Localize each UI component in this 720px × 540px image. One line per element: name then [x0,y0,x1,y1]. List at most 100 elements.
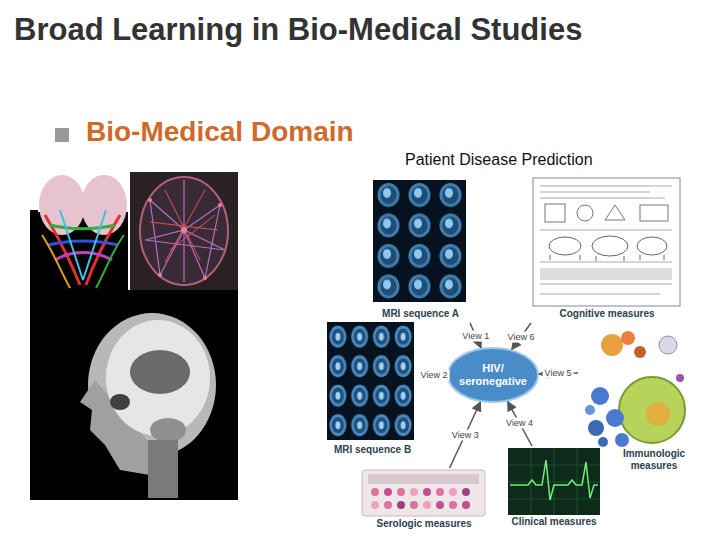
sagittal-mri [30,290,238,500]
view-caption: Immunologic measures [616,448,692,472]
brain-network [145,180,225,282]
brain-network [140,177,228,285]
serology-tray [449,488,457,496]
view-label: View 1 [460,330,491,341]
immune-cells [615,433,629,447]
serology-tray [397,501,405,509]
image-space [578,318,692,448]
sagittal-mri [148,440,178,498]
data-view-node: MRI sequence B [325,320,420,459]
brain-tractography [30,172,128,290]
serology-tray [362,470,485,516]
serology-tray [423,488,431,496]
view-caption: Clinical measures [504,516,604,528]
immune-cells [598,437,608,447]
brain-network [148,198,152,202]
immune-cells [659,336,677,354]
brain-network [130,172,238,290]
data-view-node: Cognitive measures [531,176,683,323]
data-view-node: Clinical measures [504,446,604,531]
image-space [531,176,683,308]
serology-tray [384,488,392,496]
serology-tray [423,501,431,509]
immune-cells [601,334,623,356]
slide-title: Broad Learning in Bio-Medical Studies [14,12,582,48]
cognitive-form [640,205,668,221]
ellipse-shape [448,348,538,402]
serology-tray [384,501,392,509]
cognitive-form [637,237,667,255]
brain-tractography [48,241,118,245]
view-caption: Cognitive measures [531,308,683,320]
view-label: View 5 [543,368,574,379]
brain-network [158,273,162,277]
serology-tray [462,501,470,509]
section-label: Patient Disease Prediction [405,151,593,169]
immune-cells [619,377,685,443]
image-space [325,320,420,444]
mri-grid-a [373,180,466,302]
serology-tray [410,501,418,509]
image-space [360,468,488,518]
data-view-node: MRI sequence A [371,178,470,323]
serology-tray [462,488,470,496]
view-label: View 3 [450,429,481,440]
ecg-monitor [510,460,598,500]
cognitive-form [533,178,680,306]
immune-cells [591,387,609,405]
cognitive-form [540,186,672,294]
brain-network [130,172,238,290]
serology-tray [397,488,405,496]
brain-network [150,190,218,262]
bullet-heading: Bio-Medical Domain [86,116,354,148]
brain-network [203,276,207,280]
serology-tray [371,488,379,496]
view-label: View 6 [506,331,537,342]
cognitive-form [605,205,625,220]
brain-network [218,203,222,207]
cognitive-form [545,204,565,222]
ecg-monitor [508,448,600,515]
serology-tray [371,501,379,509]
immune-cells [585,405,595,415]
data-view-node: Serologic measures [360,468,488,533]
brain-tractography [50,225,115,229]
serology-tray [368,474,479,484]
mri-grid-b [327,322,414,440]
brain-tractography [55,253,112,261]
immune-cells [676,374,684,382]
class-ellipse: HIV/ seronegative [447,347,539,403]
brain-tractography [42,235,70,288]
image-space [504,446,604,516]
serology-tray [436,488,444,496]
view-caption: MRI sequence B [325,444,420,456]
view-label: View 2 [419,370,450,381]
brain-tractography [60,210,106,280]
view-caption: Serologic measures [360,518,488,530]
immune-cells [588,420,604,436]
serology-tray [410,488,418,496]
cognitive-form [540,268,672,280]
cognitive-form [533,178,680,306]
immune-cells [646,402,670,426]
view-label: View 4 [504,418,535,429]
cognitive-form [549,237,581,255]
ecg-monitor [508,448,600,515]
mri-grid-b [327,322,414,440]
serology-tray [362,470,485,516]
sagittal-mri [30,290,238,500]
class-label: HIV/ seronegative [457,362,529,388]
brain-network [181,227,187,233]
sagittal-mri [150,418,186,442]
sagittal-mri [106,320,210,436]
cognitive-form [577,205,593,221]
sagittal-mri [130,350,190,394]
brain-tractography [96,235,124,288]
bullet-square [55,128,69,142]
ellipse-text-box: HIV/ seronegative [447,347,539,403]
cognitive-form [550,255,664,261]
mri-grid-a [373,180,466,302]
